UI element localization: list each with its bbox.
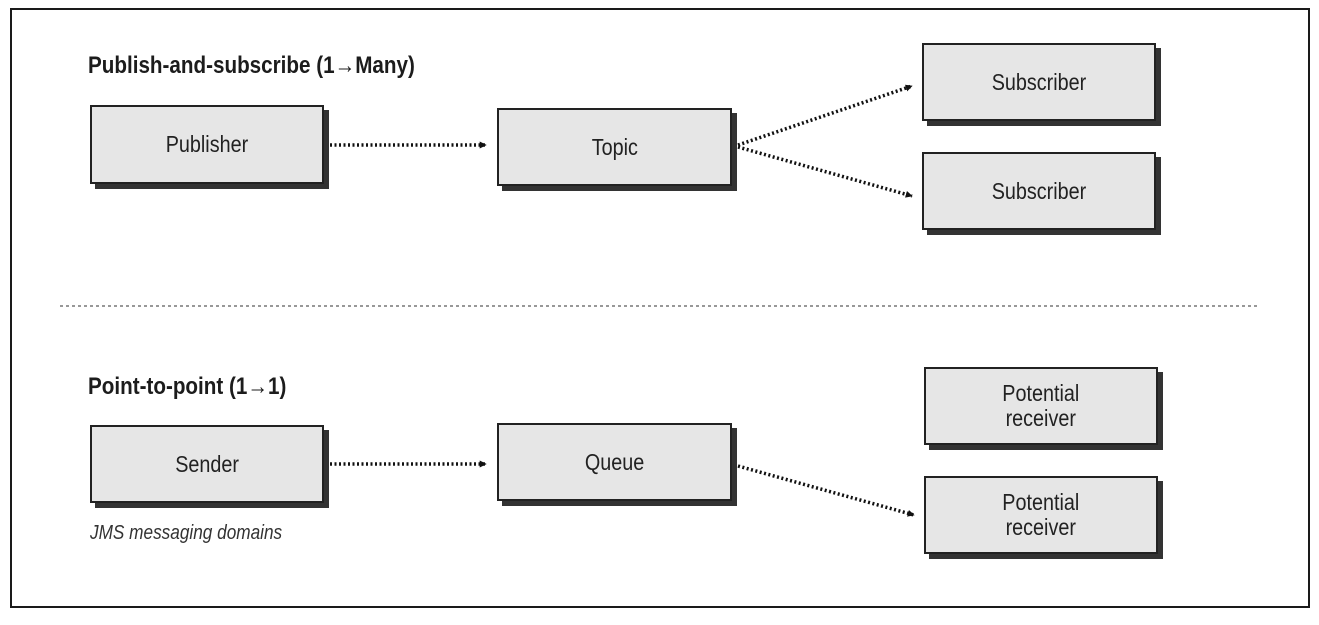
topic-box: Topic: [497, 108, 732, 186]
queue-label: Queue: [584, 448, 645, 475]
receiver-box-2: Potential receiver: [924, 476, 1158, 554]
topic-to-subscriber-2-arrow: [737, 145, 913, 198]
publisher-label: Publisher: [165, 131, 249, 157]
queue-box: Queue: [497, 423, 732, 501]
receiver-label-2: Potential receiver: [1002, 489, 1080, 540]
sender-box: Sender: [90, 425, 324, 503]
figure-caption: JMS messaging domains: [90, 522, 283, 544]
p2p-heading: Point-to-point (1→1): [88, 373, 287, 400]
subscriber-label-2: Subscriber: [991, 177, 1087, 204]
receiver-label-1: Potential receiver: [1002, 380, 1080, 431]
queue-to-receiver-arrow: [737, 464, 915, 517]
diagram-frame: [10, 8, 1310, 608]
subscriber-box-1: Subscriber: [922, 43, 1156, 121]
sender-label: Sender: [175, 450, 239, 477]
subscriber-box-2: Subscriber: [922, 152, 1156, 230]
receiver-box-1: Potential receiver: [924, 367, 1158, 445]
topic-to-subscriber-1-arrow: [737, 84, 913, 147]
pubsub-heading: Publish-and-subscribe (1→Many): [88, 52, 415, 79]
subscriber-label-1: Subscriber: [991, 68, 1087, 95]
publisher-box: Publisher: [90, 105, 324, 184]
topic-label: Topic: [591, 133, 638, 160]
